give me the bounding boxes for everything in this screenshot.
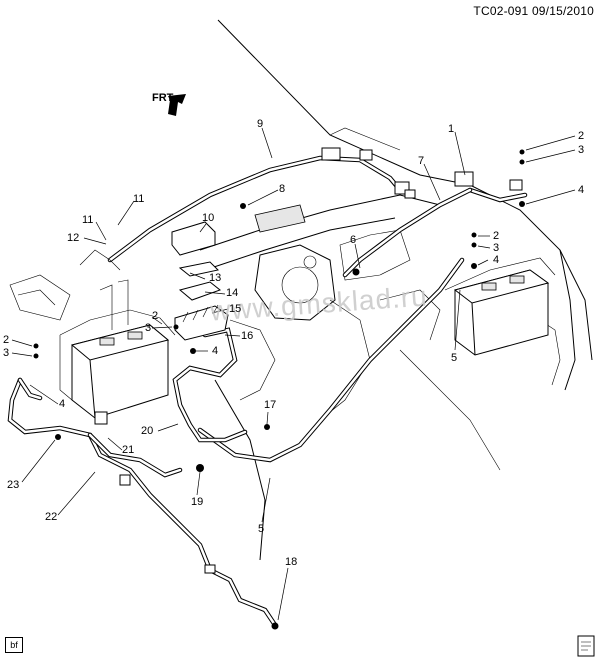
- diagram-id: TC02-091: [473, 4, 529, 18]
- callout-18: 18: [285, 556, 298, 568]
- callout-19: 19: [191, 496, 204, 508]
- callout-4: 4: [493, 254, 500, 266]
- callout-15: 15: [229, 303, 242, 315]
- callout-2: 2: [3, 334, 10, 346]
- wiring-harness: [79, 147, 416, 271]
- cable-7: [342, 171, 528, 278]
- callout-14: 14: [226, 287, 239, 299]
- callout-11: 11: [82, 214, 94, 226]
- callout-22: 22: [45, 511, 58, 523]
- callout-10: 10: [202, 212, 215, 224]
- callout-5: 5: [258, 523, 265, 535]
- right-battery: [444, 257, 556, 356]
- callout-4: 4: [59, 398, 66, 410]
- cable-16: [172, 327, 248, 443]
- callout-12: 12: [67, 232, 80, 244]
- callout-8: 8: [279, 183, 286, 195]
- callout-2: 2: [152, 310, 159, 322]
- fuse-block: [171, 221, 229, 341]
- callout-23: 23: [7, 479, 20, 491]
- corner-tag: bf: [5, 637, 23, 653]
- left-battery: [59, 309, 176, 419]
- engine-bay-structure: [199, 194, 441, 561]
- battery-tray-left: [9, 274, 129, 330]
- callout-9: 9: [257, 118, 264, 130]
- callout-1: 1: [448, 123, 455, 135]
- document-icon: [577, 635, 595, 657]
- callout-6: 6: [350, 234, 357, 246]
- callout-2: 2: [578, 130, 585, 142]
- callout-3: 3: [3, 347, 10, 359]
- cable-5: [197, 257, 465, 463]
- callout-3: 3: [493, 242, 500, 254]
- callout-11: 11: [133, 193, 145, 205]
- cable-22: [7, 377, 278, 628]
- fasteners: [33, 149, 525, 630]
- callout-13: 13: [209, 272, 222, 284]
- callout-3: 3: [578, 144, 585, 156]
- callout-5: 5: [451, 352, 458, 364]
- diagram-code: TC02-091 09/15/2010: [473, 4, 594, 18]
- direction-label: FRT: [152, 92, 174, 104]
- callout-4: 4: [578, 184, 585, 196]
- callout-7: 7: [418, 155, 425, 167]
- diagram-date: 09/15/2010: [531, 4, 594, 18]
- callout-3: 3: [145, 322, 152, 334]
- callout-21: 21: [122, 444, 135, 456]
- callout-17: 17: [264, 399, 277, 411]
- callout-20: 20: [141, 425, 154, 437]
- callout-16: 16: [241, 330, 254, 342]
- callout-4: 4: [212, 345, 219, 357]
- arrow-icon: [168, 94, 186, 116]
- hood-outline: [217, 19, 593, 471]
- leader-lines: [11, 127, 576, 621]
- callout-2: 2: [493, 230, 500, 242]
